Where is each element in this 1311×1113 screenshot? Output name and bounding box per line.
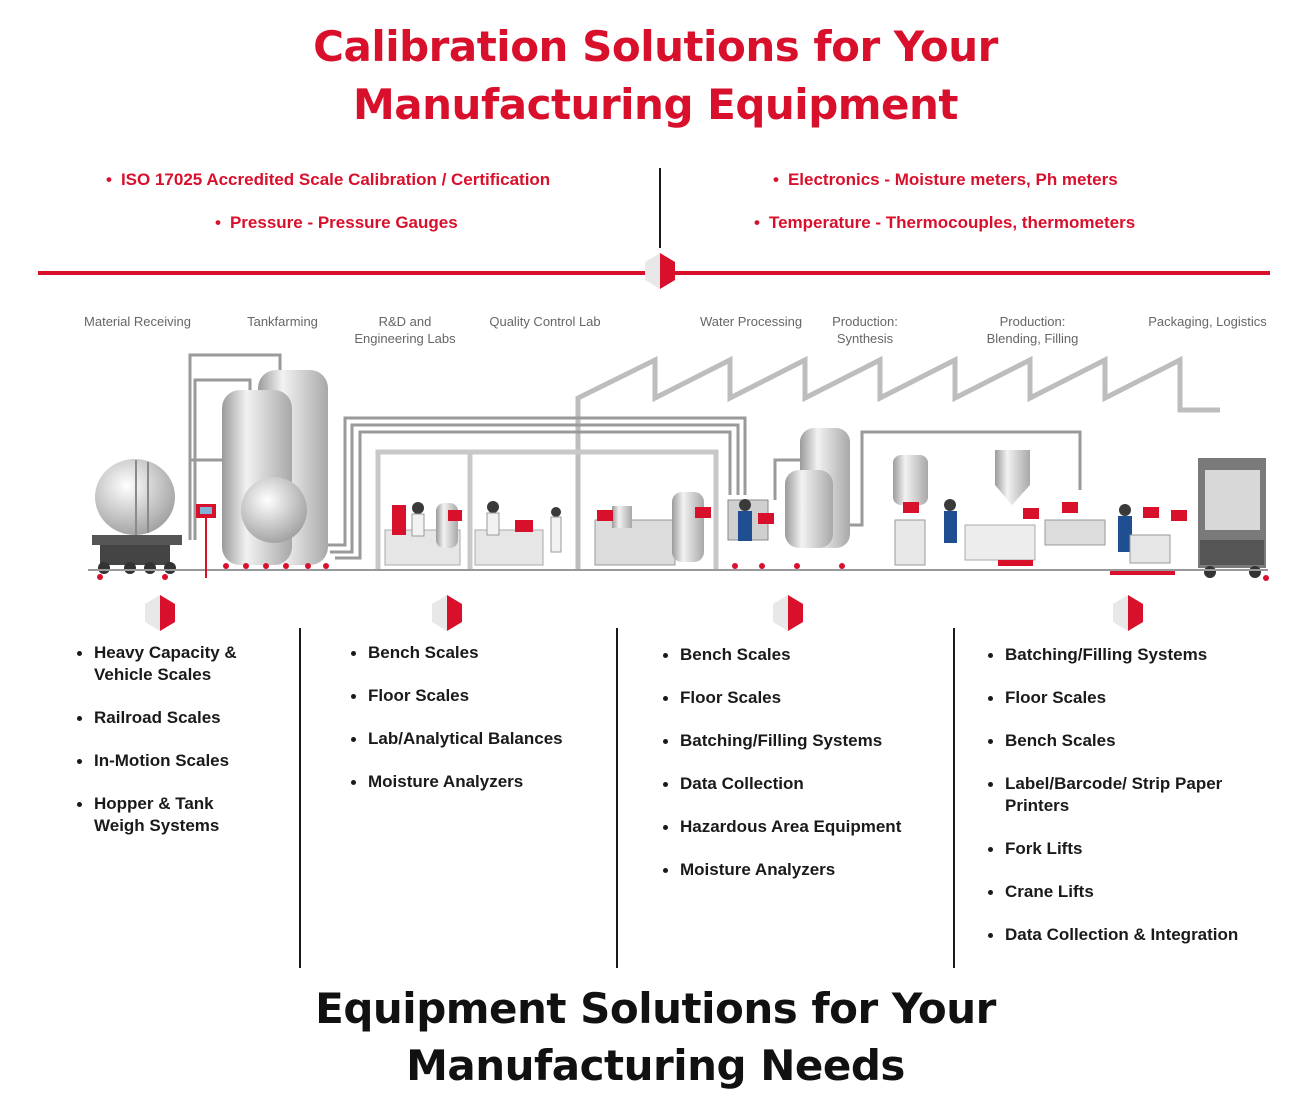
list-item: Hopper & Tank Weigh Systems (77, 793, 287, 837)
pipes (188, 353, 1082, 560)
calibration-item-iso: ISO 17025 Accredited Scale Calibration /… (106, 170, 550, 190)
lab-scene (384, 501, 562, 566)
list-item: Bench Scales (351, 642, 611, 664)
list-item: Batching/Filling Systems (663, 730, 948, 752)
calibration-item-pressure: Pressure - Pressure Gauges (215, 213, 458, 233)
load-cell-icons (223, 563, 1269, 581)
storage-tanks (222, 370, 328, 565)
column-divider-1 (299, 628, 301, 968)
calibration-title-line2: Manufacturing Equipment (353, 80, 958, 129)
synthesis-tanks (727, 428, 850, 548)
list-item: Batching/Filling Systems (988, 644, 1288, 666)
equipment-title-line1: Equipment Solutions for Your (315, 984, 996, 1033)
stage-tankfarming: Tankfarming (247, 314, 318, 329)
list-item: Crane Lifts (988, 881, 1288, 903)
stage-qc-lab: Quality Control Lab (489, 314, 601, 329)
column-divider-2 (616, 628, 618, 968)
list-item: Heavy Capacity & Vehicle Scales (77, 642, 287, 686)
scale-terminal-icons (196, 502, 1187, 524)
qc-equipment (594, 492, 704, 566)
column-divider-3 (953, 628, 955, 968)
list-item: Bench Scales (663, 644, 948, 666)
equipment-column-4: Batching/Filling Systems Floor Scales Be… (988, 644, 1288, 967)
factory-roof (575, 355, 1220, 570)
list-item: Moisture Analyzers (351, 771, 611, 793)
stage-blending-filling: Production: Blending, Filling (986, 314, 1079, 346)
list-item: Floor Scales (663, 687, 948, 709)
list-item: Floor Scales (351, 685, 611, 707)
stage-synthesis: Production: Synthesis (832, 314, 898, 346)
equipment-title-line2: Manufacturing Needs (406, 1041, 905, 1090)
list-item: In-Motion Scales (77, 750, 287, 772)
red-line-marker-icon (645, 253, 675, 289)
list-item: Railroad Scales (77, 707, 287, 729)
stage-rd-labs: R&D and Engineering Labs (354, 314, 456, 346)
list-item: Fork Lifts (988, 838, 1288, 860)
list-item: Moisture Analyzers (663, 859, 948, 881)
calibration-divider (659, 168, 661, 248)
list-item: Bench Scales (988, 730, 1288, 752)
calibration-title-line1: Calibration Solutions for Your (313, 22, 998, 71)
calibration-item-temperature: Temperature - Thermocouples, thermometer… (754, 213, 1135, 233)
list-item: Floor Scales (988, 687, 1288, 709)
packaging-truck (1110, 458, 1266, 578)
equipment-column-3: Bench Scales Floor Scales Batching/Filli… (663, 644, 948, 902)
equipment-column-2: Bench Scales Floor Scales Lab/Analytical… (351, 642, 611, 814)
rail-tank-car (92, 459, 182, 580)
stage-water-processing: Water Processing (699, 314, 803, 329)
section-marker-icons (145, 595, 1143, 631)
stage-packaging-logistics: Packaging, Logistics (1148, 314, 1267, 329)
equipment-column-1: Heavy Capacity & Vehicle Scales Railroad… (77, 642, 287, 858)
list-item: Data Collection & Integration (988, 924, 1288, 946)
stage-material-receiving: Material Receiving (84, 314, 191, 329)
lab-building (375, 449, 719, 570)
filling-equipment (893, 450, 1106, 566)
list-item: Hazardous Area Equipment (663, 816, 948, 838)
calibration-item-electronics: Electronics - Moisture meters, Ph meters (773, 170, 1118, 190)
list-item: Label/Barcode/ Strip Paper Printers (988, 773, 1288, 817)
list-item: Data Collection (663, 773, 948, 795)
list-item: Lab/Analytical Balances (351, 728, 611, 750)
